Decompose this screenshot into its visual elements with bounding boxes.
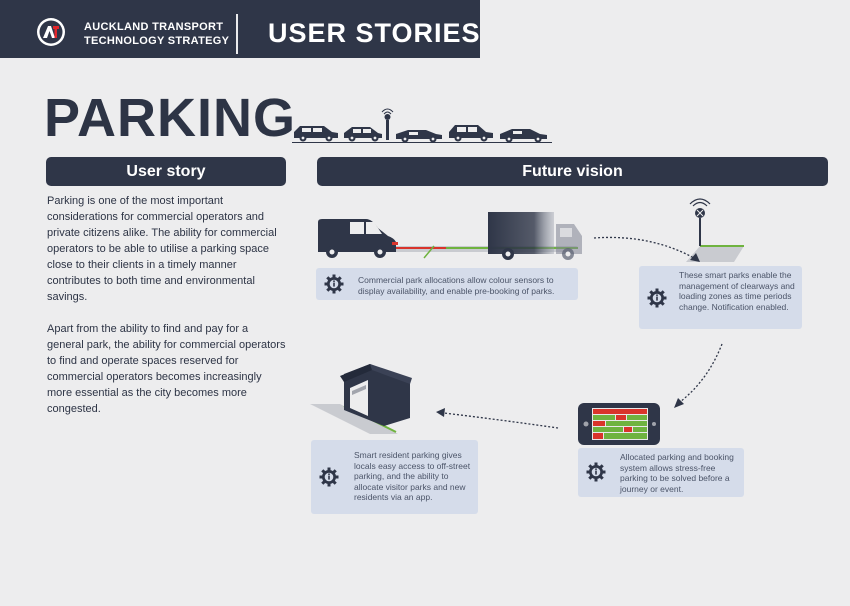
page-title: PARKING — [44, 88, 297, 148]
car-icon — [294, 126, 338, 142]
flow-arrow — [593, 236, 700, 262]
smart-park-sensor-illustration — [686, 198, 744, 262]
gear-info-icon — [586, 462, 606, 482]
document-title: USER STORIES — [268, 18, 481, 48]
car-icon — [396, 130, 442, 143]
vision-step-text: Commercial park allocations allow colour… — [358, 275, 555, 296]
flow-arrow — [436, 408, 559, 429]
truck-icon — [488, 212, 582, 260]
org-line-1: AUCKLAND TRANSPORT — [84, 21, 224, 33]
vision-step-1: Commercial park allocations allow colour… — [316, 268, 578, 300]
user-story-text: Parking is one of the most important con… — [47, 193, 287, 433]
flow-arrow — [674, 343, 723, 408]
user-story-heading: User story — [46, 157, 286, 186]
auckland-transport-logo — [37, 18, 65, 46]
booking-app-phone-illustration — [578, 403, 660, 445]
organisation-name: AUCKLAND TRANSPORT TECHNOLOGY STRATEGY — [84, 20, 229, 48]
org-line-2: TECHNOLOGY STRATEGY — [84, 35, 230, 47]
future-vision-heading: Future vision — [317, 157, 828, 186]
van-icon — [318, 219, 398, 258]
parking-sensor-icon — [381, 108, 394, 140]
gear-info-icon — [647, 288, 667, 308]
vision-step-2: These smart parks enable the management … — [639, 266, 802, 329]
commercial-parking-illustration — [318, 212, 582, 260]
vision-step-text: These smart parks enable the management … — [679, 270, 795, 312]
gear-info-icon — [324, 274, 344, 294]
header-bar — [0, 0, 480, 58]
vision-step-4: Smart resident parking gives locals easy… — [311, 440, 478, 514]
story-paragraph: Apart from the ability to find and pay f… — [47, 323, 286, 415]
car-icon — [344, 127, 382, 142]
car-icon — [500, 129, 547, 143]
vision-step-text: Allocated parking and booking system all… — [620, 452, 734, 494]
cars-row-illustration — [292, 108, 552, 143]
car-icon — [449, 125, 493, 142]
vision-step-3: Allocated parking and booking system all… — [578, 448, 744, 497]
vision-step-text: Smart resident parking gives locals easy… — [354, 450, 471, 502]
story-paragraph: Parking is one of the most important con… — [47, 195, 277, 303]
resident-garage-illustration — [310, 364, 412, 434]
header-divider — [236, 14, 238, 54]
gear-info-icon — [319, 467, 339, 487]
